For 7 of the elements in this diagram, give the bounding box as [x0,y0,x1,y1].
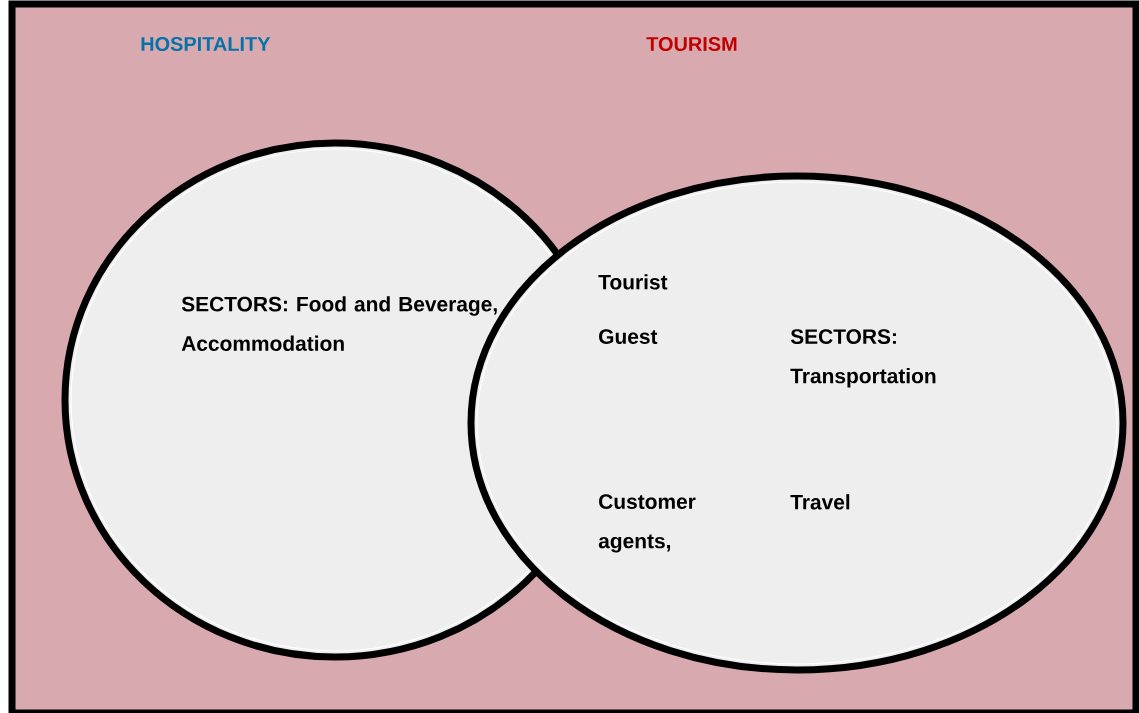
node-label: Tourist [598,274,668,290]
node-label: SECTORS: Transportation [790,329,936,388]
heading: TOURISM [646,36,737,52]
node-label: Travel [790,494,850,510]
heading: HOSPITALITY [141,36,271,52]
node-label: Customer agents, [598,494,696,553]
node-label: Guest [599,329,658,344]
